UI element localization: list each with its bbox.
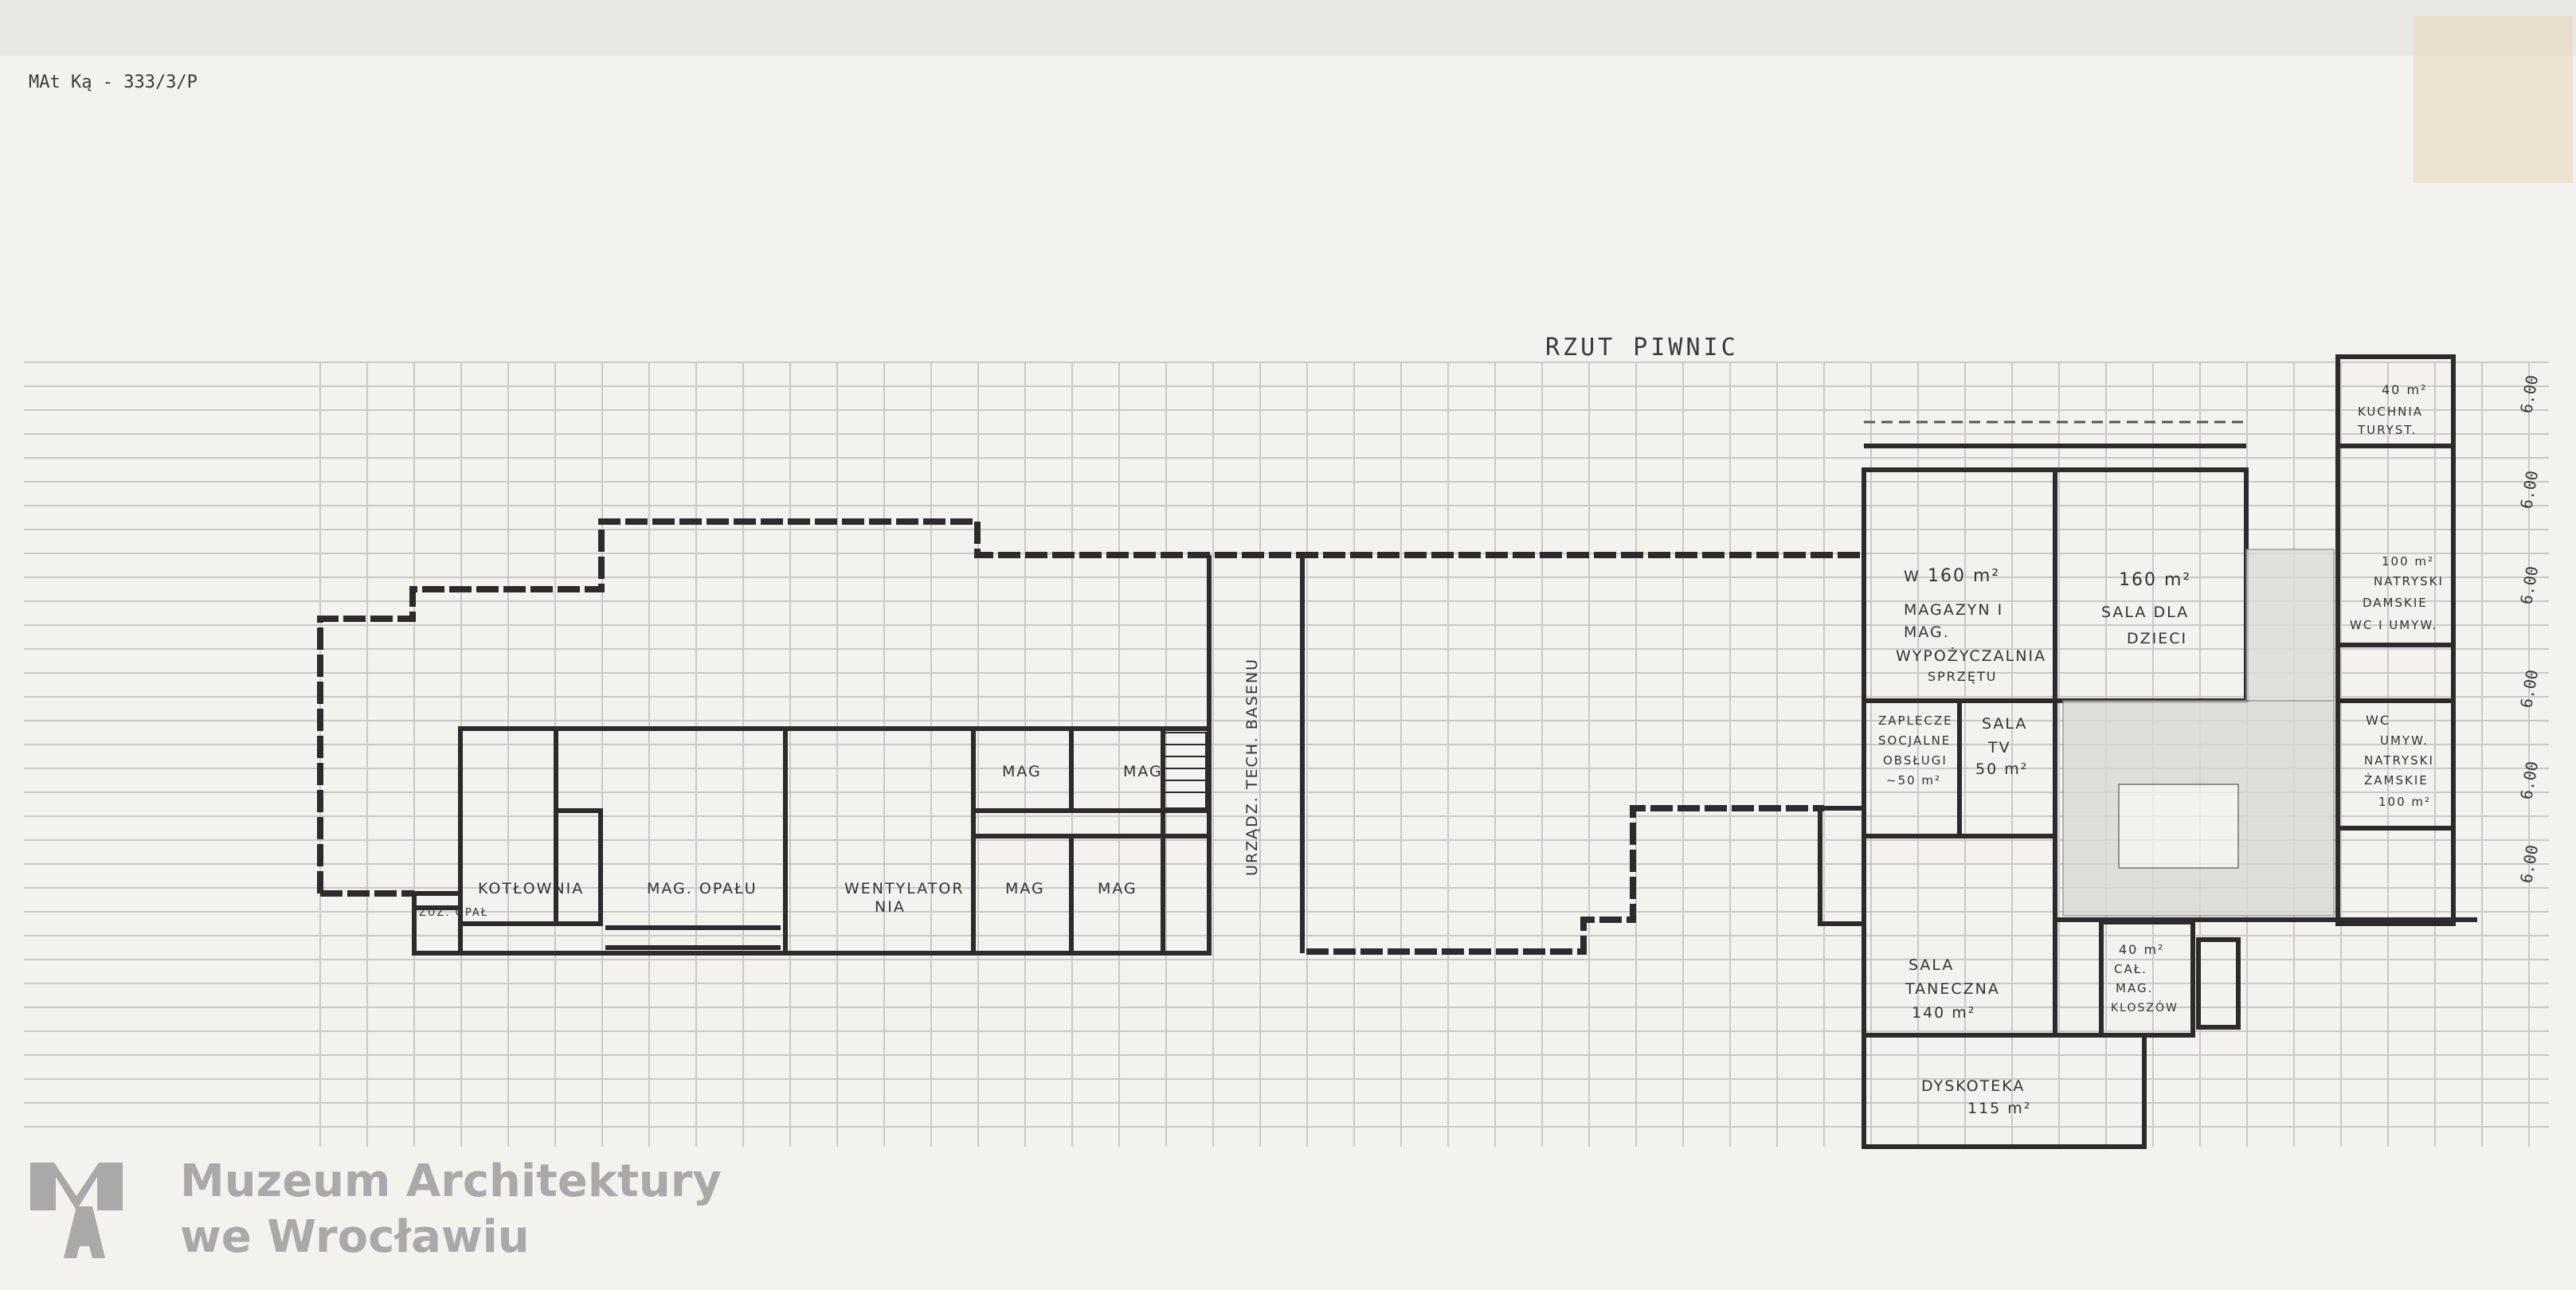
label-meskie-2: UMYW. [2380,733,2429,748]
label-damskie-1: 100 m² [2382,554,2434,569]
label-sala-taneczna-2: TANECZNA [1905,980,2000,998]
label-mag-b: MAG [1123,763,1163,780]
label-meskie-3: NATRYSKI [2364,753,2434,768]
label-magazyn-2: MAG. [1904,624,1950,641]
label-mag-klosz-3: MAG. [2116,981,2153,995]
label-mag-opalu: MAG. OPAŁU [647,880,758,897]
label-wentylatornia-1: WENTYLATOR [844,880,965,897]
label-mag-klosz-1: 40 m² [2119,942,2164,957]
label-dyskoteka-2: 115 m² [1967,1100,2031,1117]
left-building-walls [412,555,1305,956]
label-sala-tv-1: SALA [1982,715,2027,733]
museum-logo: Muzeum Architektury we Wrocławiu [30,1155,722,1263]
dashed-outline [317,518,1864,955]
staircase [1164,732,1207,809]
label-mag-d: MAG [1098,880,1137,897]
label-sala-taneczna-3: 140 m² [1912,1004,1975,1022]
label-zaplecze-3: OBSŁUGI [1883,753,1948,768]
label-damskie-4: WC I UMYW. [2350,618,2437,632]
label-meskie-1: WC [2366,713,2390,728]
grid-lines [24,362,2549,1147]
label-dyskoteka-1: DYSKOTEKA [1921,1077,2025,1095]
label-sala-dzieci-2: DZIECI [2127,630,2187,647]
paper-stain [2414,16,2573,183]
paper-top-shadow [0,0,2576,56]
label-sala-tv-3: 50 m² [1975,760,2028,778]
label-magazyn-3: WYPOŻYCZALNIA [1896,647,2046,665]
hatched-hall [2062,549,2335,917]
label-mag-klosz-4: KLOSZÓW [2111,1000,2179,1014]
label-urzadz: URZĄDZ. TECH. BASENU [1243,658,1261,876]
label-magazyn-1: MAGAZYN I [1904,601,2003,619]
sheet-reference: MAt Ką - 333/3/P [29,72,198,92]
logo-line-1: Muzeum Architektury [180,1155,722,1207]
label-damskie-3: DAMSKIE [2363,596,2428,610]
label-kuchnia-1: 40 m² [2382,382,2427,397]
label-mag-klosz-2: CAŁ. [2114,962,2147,976]
label-kuchnia-3: TURYST. [2357,423,2417,437]
museum-logo-mark [30,1163,123,1258]
label-zaplecze-4: ~50 m² [1886,773,1941,788]
logo-line-2: we Wrocławiu [180,1211,530,1263]
label-w-mark: W [1904,568,1920,585]
label-damskie-2: NATRYSKI [2374,574,2444,588]
label-sala-dzieci-area: 160 m² [2119,570,2191,590]
label-mag-c: MAG [1005,880,1045,897]
label-meskie-4: ŻAMSKIE [2364,772,2429,788]
label-zuz-opal: ŻUŻ. OPAŁ [419,906,488,919]
sheet-title: RZUT PIWNIC [1545,334,1739,362]
label-zaplecze-2: SOCJALNE [1878,733,1951,748]
label-sala-taneczna-1: SALA [1909,956,1954,974]
label-mag-a: MAG [1002,763,1042,780]
label-meskie-5: 100 m² [2378,795,2431,809]
label-zaplecze-1: ZAPLECZE [1878,713,1953,728]
label-kuchnia-2: KUCHNIA [2358,405,2423,419]
label-kotlownia: KOTŁOWNIA [478,880,584,897]
label-magazyn-4: SPRZĘTU [1928,669,1997,684]
label-sala-tv-2: TV [1987,739,2011,756]
label-sala-dzieci-1: SALA DLA [2101,604,2189,621]
label-magazyn-area: 160 m² [1928,566,2000,586]
label-wentylatornia-2: NIA [875,898,906,916]
